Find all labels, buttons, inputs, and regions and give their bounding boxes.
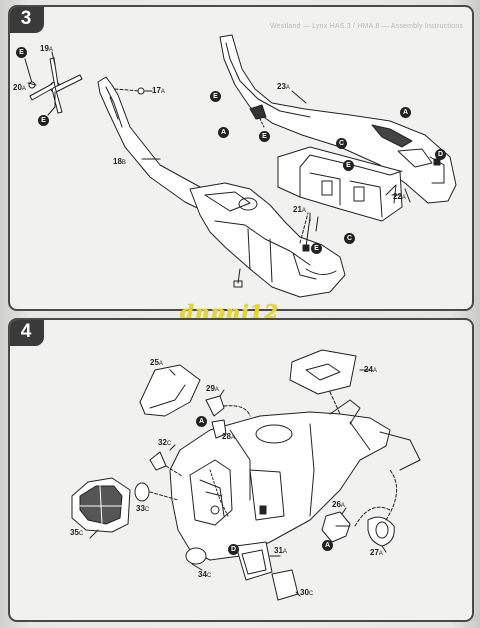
callout-letter: E	[210, 91, 221, 102]
callout-letter: D	[435, 149, 446, 160]
part-label-35C: 35C	[70, 528, 84, 537]
part-label-26A: 26A	[332, 500, 345, 509]
part-label-30C: 30C	[300, 588, 314, 597]
part-label-23A: 23A	[277, 82, 290, 91]
part-32C	[149, 451, 167, 471]
part-label-28A: 28A	[222, 432, 235, 441]
part-label-22A: 22A	[393, 192, 406, 201]
step-3-panel: 3 Westland — Lynx HAS.3 / HMA.8 — Assemb…	[8, 5, 474, 311]
callout-letter: A	[196, 416, 207, 427]
callout-letter: E	[311, 243, 322, 254]
part-30C	[271, 569, 299, 601]
part-34C	[185, 547, 207, 565]
step-4-panel: 4	[8, 318, 474, 622]
callout-letter: E	[259, 131, 270, 142]
part-24A	[289, 349, 357, 395]
step-3-drawing	[24, 34, 457, 298]
faint-header-text: Westland — Lynx HAS.3 / HMA.8 — Assembly…	[270, 23, 464, 30]
cabin-interior-tub	[277, 146, 411, 222]
wheel-assembly	[321, 469, 397, 547]
part-label-20A: 20A	[13, 83, 26, 92]
fuselage-front	[189, 182, 346, 298]
part-label-25A: 25A	[150, 358, 163, 367]
part-25A	[139, 364, 201, 417]
callout-letter: C	[336, 138, 347, 149]
part-label-32C: 32C	[158, 438, 172, 447]
part-label-21A: 21A	[293, 205, 306, 214]
callout-letter: E	[343, 160, 354, 171]
callout-letter: A	[400, 107, 411, 118]
callout-letter: A	[322, 540, 333, 551]
callout-letter: D	[228, 544, 239, 555]
fuselage-body	[169, 399, 421, 561]
step-number-badge: 3	[10, 7, 44, 33]
part-21A	[302, 216, 319, 252]
part-label-27A: 27A	[370, 548, 383, 557]
main-rotor-assembly	[24, 57, 83, 116]
part-31A	[235, 541, 273, 581]
callout-letter: A	[218, 127, 229, 138]
step-number-badge: 4	[10, 320, 44, 346]
part-label-29A: 29A	[206, 384, 219, 393]
part-label-31A: 31A	[274, 546, 287, 555]
callout-letter: E	[16, 47, 27, 58]
callout-letter: E	[38, 115, 49, 126]
part-label-18B: 18B	[113, 157, 126, 166]
part-label-34C: 34C	[198, 570, 212, 579]
part-29A	[205, 395, 225, 417]
part-label-33C: 33C	[136, 504, 150, 513]
part-35C	[71, 477, 131, 533]
callout-letter: C	[344, 233, 355, 244]
part-33C	[134, 482, 150, 502]
part-28A	[211, 419, 227, 439]
part-label-24A: 24A	[364, 365, 377, 374]
step-4-drawing	[71, 349, 421, 601]
part-label-19A: 19A	[40, 44, 53, 53]
part-label-17A: 17A	[152, 86, 165, 95]
